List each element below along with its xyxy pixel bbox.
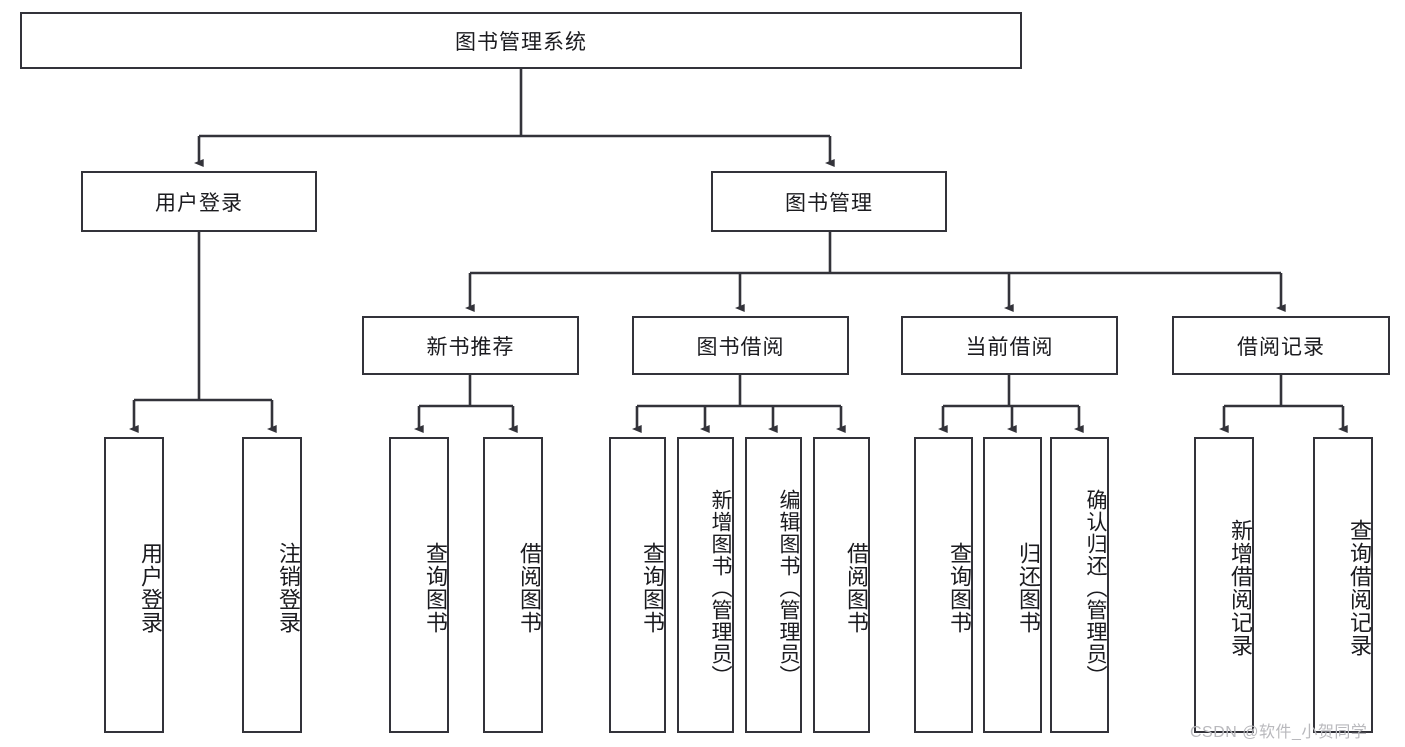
leaf-add-book[interactable]: 新增图书（管理员）	[677, 437, 734, 733]
leaf-borrow-book-recommend[interactable]: 借阅图书	[483, 437, 543, 733]
node-label: 新增借阅记录	[1228, 519, 1253, 657]
leaf-query-book-current[interactable]: 查询图书	[914, 437, 973, 733]
node-user-login[interactable]: 用户登录	[81, 171, 317, 232]
node-label: 确认归还（管理员）	[1084, 489, 1107, 687]
node-new-book-recommend[interactable]: 新书推荐	[362, 316, 579, 375]
node-label: 归还图书	[1016, 542, 1041, 634]
leaf-query-book-recommend[interactable]: 查询图书	[389, 437, 449, 733]
node-label: 图书管理系统	[455, 30, 587, 54]
node-borrow-record[interactable]: 借阅记录	[1172, 316, 1390, 375]
node-label: 用户登录	[138, 542, 163, 634]
node-book-borrow[interactable]: 图书借阅	[632, 316, 849, 375]
node-label: 查询借阅记录	[1347, 519, 1372, 657]
node-label: 用户登录	[155, 191, 243, 215]
node-label: 借阅记录	[1237, 335, 1325, 359]
node-current-borrow[interactable]: 当前借阅	[901, 316, 1118, 375]
leaf-logout[interactable]: 注销登录	[242, 437, 302, 733]
leaf-user-login[interactable]: 用户登录	[104, 437, 164, 733]
node-label: 借阅图书	[517, 542, 542, 634]
csdn-watermark: CSDN @软件_小贺同学	[1190, 724, 1368, 741]
node-root-system[interactable]: 图书管理系统	[20, 12, 1022, 69]
node-label: 当前借阅	[965, 335, 1054, 359]
node-label: 编辑图书（管理员）	[777, 489, 800, 687]
node-label: 查询图书	[423, 542, 448, 634]
node-label: 查询图书	[947, 542, 972, 634]
node-label: 图书管理	[785, 191, 873, 215]
node-book-manage[interactable]: 图书管理	[711, 171, 947, 232]
leaf-add-borrow-record[interactable]: 新增借阅记录	[1194, 437, 1254, 733]
leaf-borrow-book[interactable]: 借阅图书	[813, 437, 870, 733]
node-label: 图书借阅	[696, 335, 785, 359]
node-label: 新增图书（管理员）	[709, 489, 732, 687]
leaf-return-book[interactable]: 归还图书	[983, 437, 1042, 733]
leaf-edit-book[interactable]: 编辑图书（管理员）	[745, 437, 802, 733]
node-label: 查询图书	[640, 542, 665, 634]
node-label: 新书推荐	[426, 335, 515, 359]
leaf-query-borrow-record[interactable]: 查询借阅记录	[1313, 437, 1373, 733]
node-label: 借阅图书	[844, 542, 869, 634]
leaf-confirm-return[interactable]: 确认归还（管理员）	[1050, 437, 1109, 733]
node-label: 注销登录	[276, 542, 301, 634]
leaf-query-book-borrow[interactable]: 查询图书	[609, 437, 666, 733]
